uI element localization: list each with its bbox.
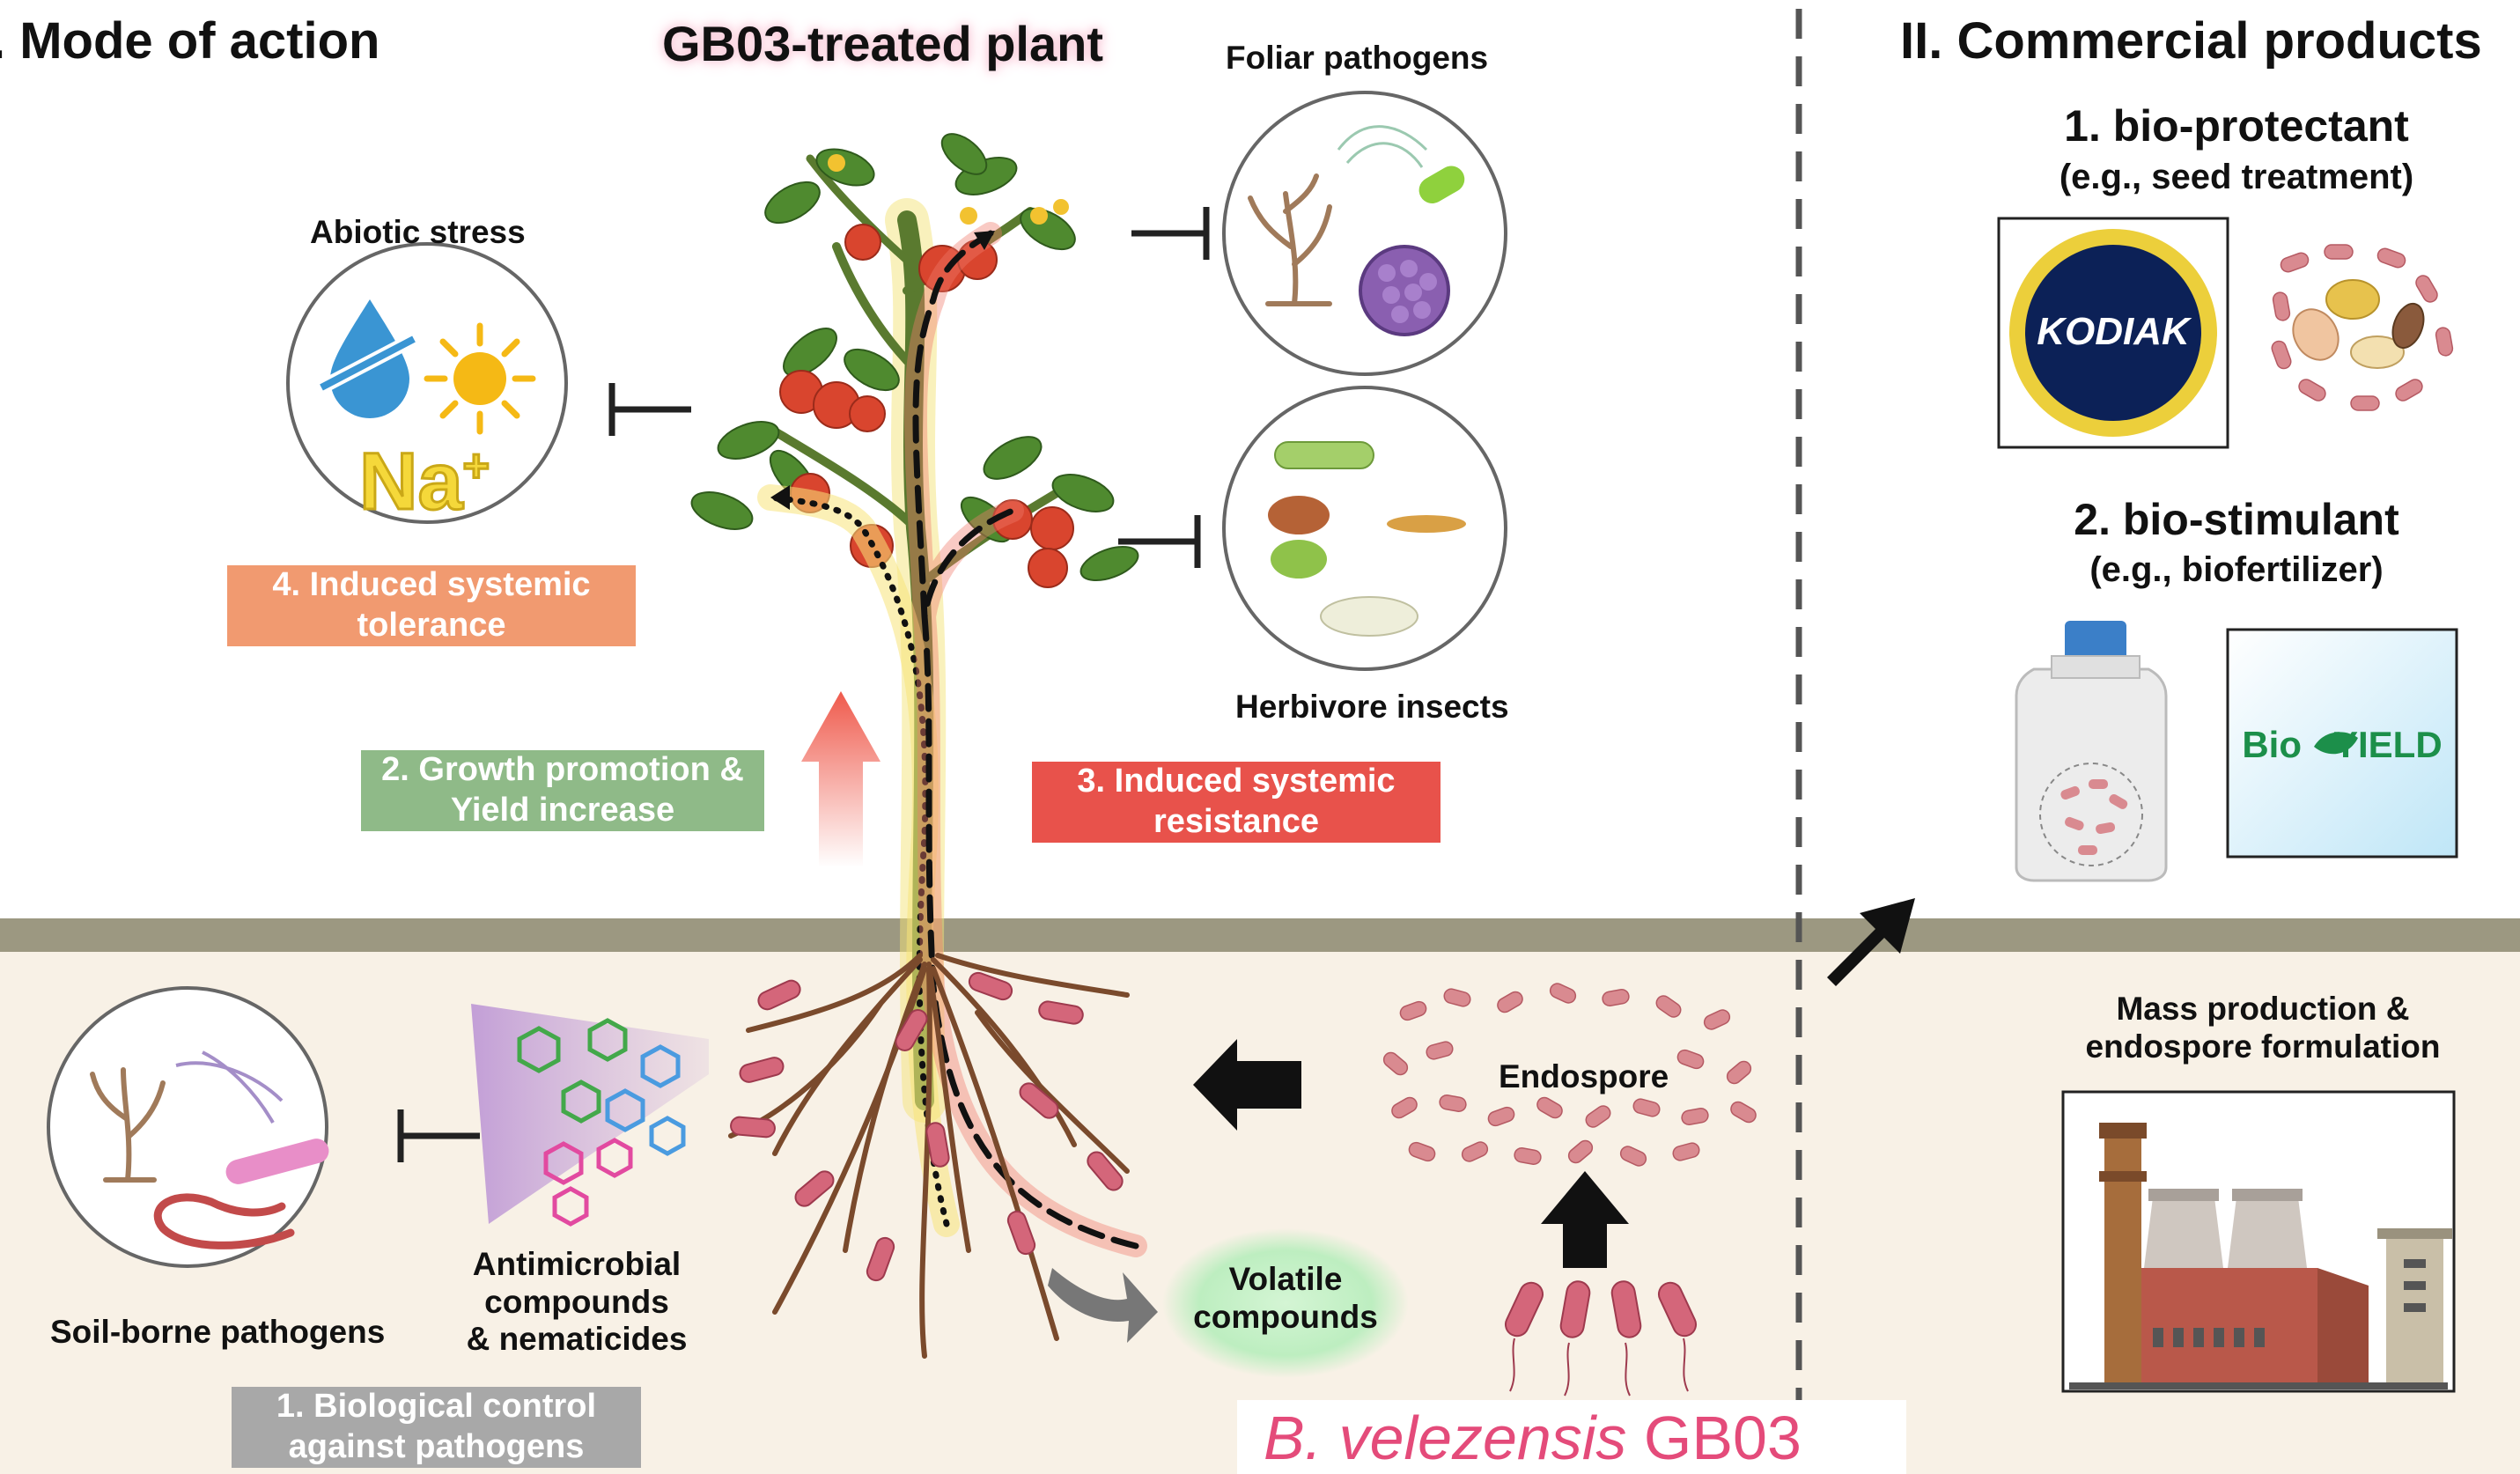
- whitefly-icon: [1320, 596, 1418, 637]
- product2-sub: (e.g., biofertilizer): [2089, 550, 2384, 589]
- growth-arrow: [801, 691, 881, 867]
- sun-icon: [424, 322, 536, 435]
- root-bacteria: [730, 971, 1124, 1282]
- section1-title: . Mode of action: [0, 12, 380, 70]
- box3-line1: 3. Induced systemic: [1077, 763, 1396, 800]
- leaf-icon: [2314, 732, 2358, 755]
- antimicrobial-line3: & nematicides: [466, 1321, 688, 1358]
- mite-icon: [1268, 496, 1330, 534]
- volatile-label: Volatile compounds: [1180, 1261, 1391, 1336]
- box1-line2: against pathogens: [288, 1428, 585, 1465]
- bacterium-icon: [1418, 166, 1465, 203]
- abiotic-label: Abiotic stress: [310, 214, 526, 250]
- mass-line1: Mass production &: [2116, 991, 2410, 1027]
- bottle-icon: [2015, 621, 2168, 882]
- arrow-to-endospore: [1541, 1171, 1629, 1268]
- seeds-icon: [2271, 244, 2454, 411]
- rod-bacterium-icon: [225, 1139, 329, 1184]
- thrips-icon: [1387, 515, 1466, 533]
- na-text: Na: [358, 436, 465, 528]
- inhibit-herbivore: [1118, 515, 1201, 568]
- soil-circle: [47, 986, 328, 1268]
- strain-name: GB03: [1643, 1404, 1802, 1472]
- product1-sub: (e.g., seed treatment): [2059, 158, 2414, 196]
- antimicrobial-line1: Antimicrobial: [472, 1246, 682, 1282]
- box-induced-resistance: 3. Induced systemic resistance: [1032, 762, 1441, 843]
- box4-line2: tolerance: [357, 607, 506, 644]
- roots: [728, 953, 1130, 1359]
- box4-line1: 4. Induced systemic: [272, 566, 591, 604]
- inhibit-foliar: [1131, 207, 1210, 260]
- inhibit-soil: [397, 1109, 480, 1162]
- antimicrobial-line2: compounds: [484, 1283, 669, 1320]
- box3-line2: resistance: [1153, 803, 1319, 840]
- fungus-icon: [1248, 173, 1332, 306]
- foliar-label: Foliar pathogens: [1226, 40, 1489, 76]
- na-sup: +: [461, 439, 490, 493]
- bioyield-right: YIELD: [2332, 724, 2443, 765]
- product1-title: 1. bio-protectant: [2064, 101, 2409, 151]
- aphid-icon: [1271, 540, 1327, 579]
- arrow-to-commercial: [1827, 898, 1915, 986]
- mass-production-label: Mass production & endospore formulation: [2025, 991, 2501, 1065]
- plant-title: GB03-treated plant: [662, 16, 1103, 71]
- species-name: B. velezensis: [1264, 1404, 1627, 1472]
- nematode-icon: [153, 1193, 295, 1249]
- ist-path-dotted: [767, 494, 950, 1227]
- species-label: B. velezensis GB03: [1264, 1403, 1802, 1474]
- herbivore-label: Herbivore insects: [1235, 689, 1509, 725]
- volatile-arrow: [1048, 1268, 1158, 1343]
- ground-line: [0, 918, 2520, 952]
- volatile-line1: Volatile: [1228, 1261, 1343, 1297]
- endospore-label: Endospore: [1495, 1058, 1673, 1096]
- bioyield-left: Bio: [2242, 724, 2302, 765]
- caterpillar-icon: [1274, 441, 1374, 469]
- inhibit-abiotic: [608, 383, 691, 436]
- foliar-circle: [1222, 91, 1507, 376]
- abiotic-circle: [286, 242, 568, 524]
- box-induced-tolerance: 4. Induced systemic tolerance: [227, 565, 636, 646]
- antimicrobial-label: Antimicrobial compounds & nematicides: [453, 1246, 700, 1359]
- volatile-cloud: [1162, 1228, 1409, 1378]
- factory-icon: [2069, 1123, 2452, 1389]
- na-label: Na+: [358, 436, 491, 529]
- volatile-line2: compounds: [1193, 1298, 1378, 1335]
- box-growth-promotion: 2. Growth promotion & Yield increase: [361, 750, 764, 831]
- species-label-bg: [1237, 1400, 1906, 1474]
- kodiak-logo: KODIAK: [2037, 310, 2190, 353]
- box-biological-control: 1. Biological control against pathogens: [232, 1387, 641, 1468]
- arrow-to-roots: [1193, 1039, 1301, 1131]
- bioyield-logo: Bio YIELD: [2236, 724, 2448, 766]
- molecules: [517, 1018, 686, 1227]
- gb03-cells: [1504, 1280, 1698, 1338]
- box2-line2: Yield increase: [450, 792, 675, 829]
- mass-line2: endospore formulation: [2085, 1028, 2441, 1065]
- soil-label: Soil-borne pathogens: [50, 1314, 386, 1350]
- box2-line1: 2. Growth promotion &: [381, 751, 744, 789]
- product2-title: 2. bio-stimulant: [2074, 495, 2399, 544]
- endospore-cluster: [1382, 983, 1757, 1167]
- section2-title: II. Commercial products: [1900, 12, 2482, 70]
- box1-line1: 1. Biological control: [276, 1388, 597, 1426]
